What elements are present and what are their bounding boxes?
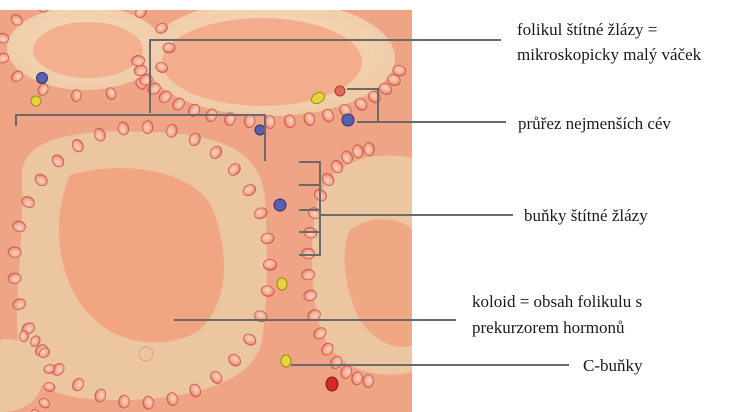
label-follicle-line2: mikroskopicky malý váček	[517, 45, 702, 64]
cell-nucleus	[163, 43, 175, 53]
label-colloid-line2: prekurzorem hormonů	[472, 318, 625, 337]
micrograph	[0, 0, 412, 412]
capillary-red-marker	[335, 86, 345, 96]
capillary-blue-marker	[255, 125, 265, 135]
c-cell-yellow-marker	[31, 96, 41, 106]
red-blood-cell	[326, 377, 338, 391]
follicle-right	[312, 155, 412, 374]
capillary-blue-marker	[342, 114, 354, 126]
c-cell-yellow-marker	[281, 355, 291, 367]
capillary-blue-marker	[37, 73, 48, 84]
cell-nucleus	[264, 259, 277, 269]
follicle-top-left	[7, 6, 163, 90]
label-follicle-line1: folikul štítné žlázy =	[517, 20, 657, 39]
cell-nucleus	[364, 142, 375, 155]
cell-nucleus	[131, 55, 144, 66]
label-vessels: průřez nejmenších cév	[518, 114, 671, 133]
labels: folikul štítné žlázy = mikroskopicky mal…	[472, 20, 702, 375]
label-cells: buňky štítné žlázy	[524, 206, 648, 225]
c-cell-yellow-marker	[277, 278, 287, 290]
capillary-blue-marker	[274, 199, 286, 211]
cell-nucleus	[143, 396, 154, 410]
label-c-cells: C-buňky	[583, 356, 643, 375]
label-colloid-line1: koloid = obsah folikulu s	[472, 292, 642, 311]
cell-nucleus	[142, 120, 153, 134]
cell-nucleus	[71, 0, 82, 7]
cell-nucleus	[363, 374, 374, 387]
cell-nucleus	[19, 330, 29, 342]
cell-nucleus	[104, 0, 117, 9]
